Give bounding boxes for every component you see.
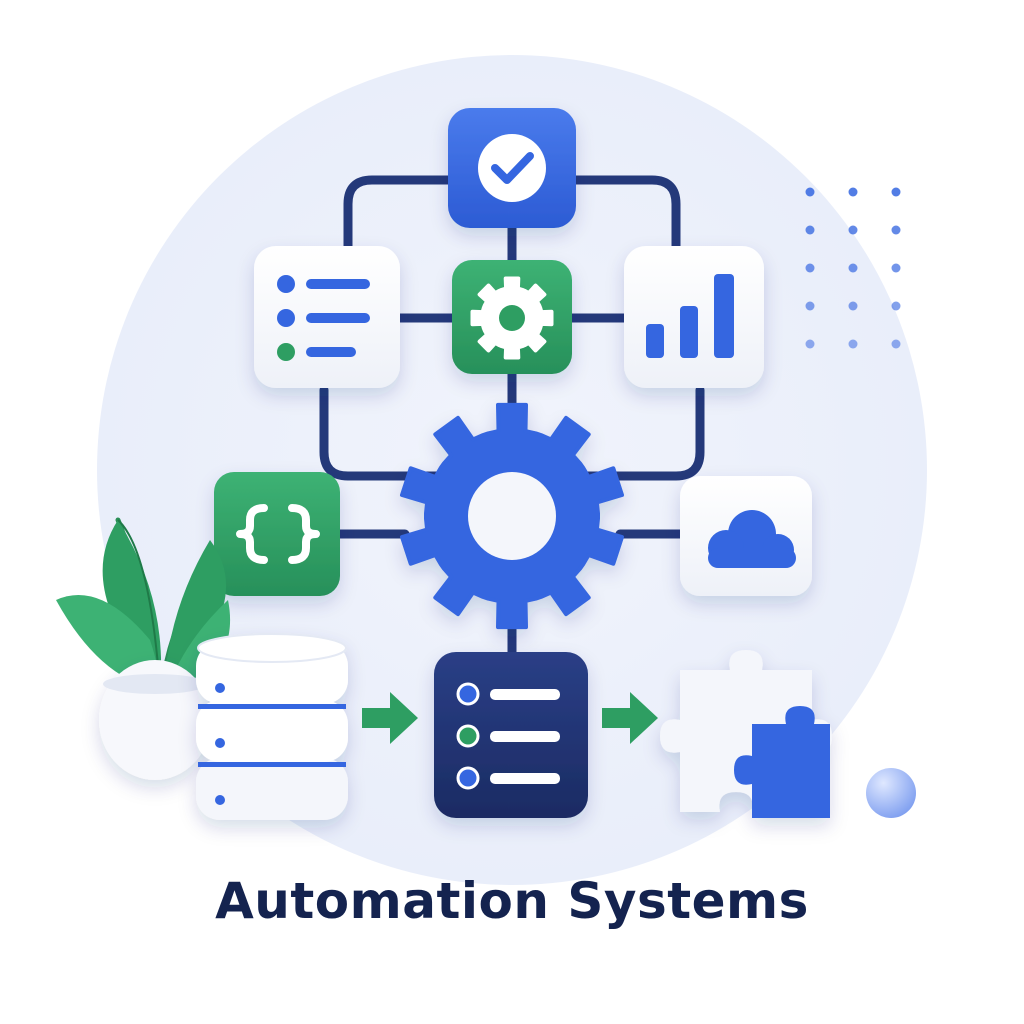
gear-tile [452, 260, 572, 374]
server-list-icon [456, 682, 560, 790]
decor-dot [891, 301, 901, 311]
check-circle-icon [478, 134, 546, 202]
server-list-tile [434, 652, 588, 818]
decor-dot [891, 225, 901, 235]
decor-dot [805, 187, 815, 197]
cloud-icon [708, 510, 796, 568]
decor-dot [805, 301, 815, 311]
list-icon [277, 275, 370, 361]
puzzle-icon [660, 650, 832, 818]
decor-dot [848, 187, 858, 197]
bar-chart-icon [646, 274, 734, 358]
large-gear-icon [400, 402, 624, 630]
sphere-icon [866, 768, 916, 818]
decor-dot [891, 187, 901, 197]
decor-dot [848, 339, 858, 349]
decor-dot [805, 339, 815, 349]
arrow-right-icon [362, 692, 418, 744]
dot-grid-decoration [805, 187, 901, 349]
cloud-tile [680, 476, 812, 596]
check-tile [448, 108, 576, 228]
decor-dot [805, 263, 815, 273]
decor-dot [891, 263, 901, 273]
arrow-right-icon [602, 692, 658, 744]
decor-dot [848, 301, 858, 311]
code-tile [214, 472, 340, 596]
decor-dot [805, 225, 815, 235]
gear-icon [470, 276, 554, 360]
gear-hole [468, 472, 556, 560]
decor-dot [891, 339, 901, 349]
page-title: Automation Systems [215, 872, 809, 930]
list-tile [254, 246, 400, 388]
gear-hole [499, 305, 525, 331]
bar-chart-tile [624, 246, 764, 388]
database-icon [196, 633, 348, 820]
connector-lines [319, 175, 705, 657]
code-braces-icon [236, 504, 320, 564]
decor-dot [848, 263, 858, 273]
decor-dot [848, 225, 858, 235]
